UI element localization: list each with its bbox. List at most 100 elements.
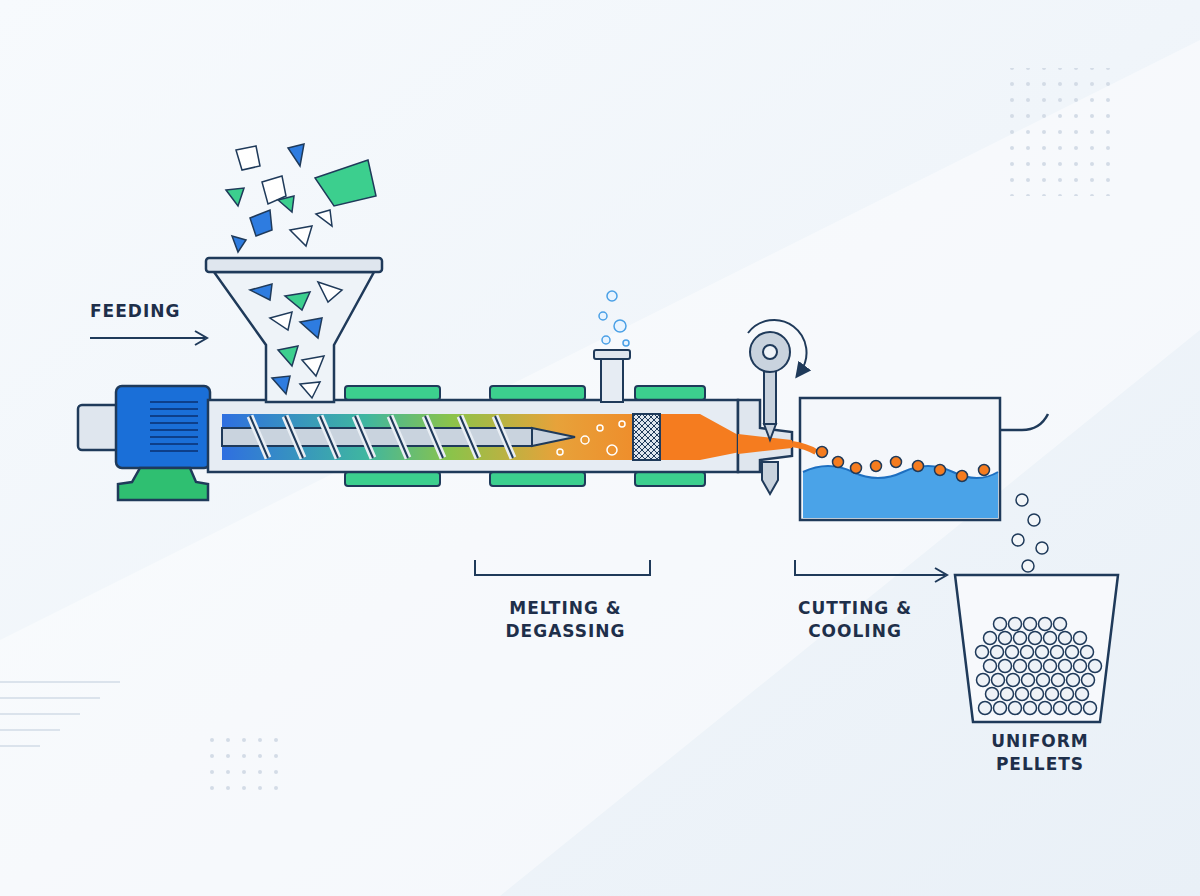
vent-port bbox=[594, 291, 630, 402]
pellet-bin-part-part bbox=[1044, 660, 1057, 673]
extruder-barrel-part bbox=[208, 400, 738, 472]
extruder-barrel-part bbox=[222, 414, 700, 460]
cooling-tank-part bbox=[800, 398, 1000, 520]
vent-port-part bbox=[594, 350, 630, 359]
die-head-part bbox=[738, 434, 792, 454]
hopper-part-part bbox=[285, 292, 310, 310]
plastic-flakes-part bbox=[226, 188, 244, 206]
pellet-bin-part bbox=[976, 618, 1102, 715]
pellet-bin-part-part bbox=[994, 618, 1007, 631]
pellet-cutter-part bbox=[750, 332, 790, 372]
cooling-tank-part bbox=[803, 466, 998, 518]
pellet-bin-part-part bbox=[1009, 702, 1022, 715]
hot-pellets-part bbox=[957, 471, 968, 482]
cooling-tank-part bbox=[803, 466, 998, 478]
plastic-flakes bbox=[226, 144, 376, 252]
pellet-bin-part-part bbox=[979, 702, 992, 715]
cooling-tank-part bbox=[1000, 414, 1048, 430]
heater-bands-part bbox=[345, 472, 440, 486]
pellet-bin-part-part bbox=[1069, 702, 1082, 715]
pellet-cutter-part bbox=[764, 424, 776, 440]
pellet-bin-part-part bbox=[1046, 688, 1059, 701]
heater-bands-part bbox=[490, 386, 585, 400]
heater-bands-part bbox=[635, 472, 705, 486]
hopper-part-part bbox=[300, 382, 320, 398]
vent-port-part bbox=[599, 291, 629, 346]
hot-pellets-part bbox=[851, 463, 862, 474]
background-part bbox=[198, 736, 278, 800]
pellet-cutter-part bbox=[764, 370, 776, 424]
pellet-bin-part-part bbox=[976, 646, 989, 659]
pellet-bin-part-part bbox=[1009, 618, 1022, 631]
pellet-bin-part-part bbox=[991, 646, 1004, 659]
hopper-part bbox=[206, 258, 382, 272]
stage-label: UNIFORM PELLETS bbox=[965, 730, 1115, 776]
falling-pellets-part bbox=[1036, 542, 1048, 554]
vent-port-part-part bbox=[623, 340, 629, 346]
pellet-bin-part-part bbox=[1089, 660, 1102, 673]
hot-pellets-part bbox=[979, 465, 990, 476]
pellet-bin-part-part bbox=[1052, 674, 1065, 687]
falling-pellets-part bbox=[1016, 494, 1028, 506]
pellet-bin-part-part bbox=[1024, 702, 1037, 715]
heater-bands-part bbox=[345, 386, 440, 400]
pellet-bin-part-part bbox=[1059, 632, 1072, 645]
plastic-flakes-part bbox=[278, 196, 294, 212]
vent-port-part-part bbox=[599, 312, 607, 320]
feeding-arrow-part bbox=[195, 331, 207, 345]
extruder-screw-part bbox=[250, 416, 513, 458]
pellet-bin-part-part bbox=[1044, 632, 1057, 645]
extruder-screw-part bbox=[532, 428, 575, 446]
background-part bbox=[0, 682, 120, 746]
pellet-bin-part bbox=[955, 575, 1118, 722]
pellet-bin-part-part bbox=[1076, 688, 1089, 701]
melt-bubbles-part bbox=[581, 436, 589, 444]
hopper-part-part bbox=[302, 356, 324, 376]
feeding-arrow-part bbox=[90, 337, 205, 339]
plastic-flakes-part bbox=[232, 236, 246, 252]
pellet-bin-part-part bbox=[977, 674, 990, 687]
pellet-bin-part-part bbox=[1081, 646, 1094, 659]
plastic-flakes-part bbox=[288, 144, 304, 166]
pellet-bin-part-part bbox=[1024, 618, 1037, 631]
melt-bubbles-part bbox=[619, 421, 625, 427]
melt-bubbles-part bbox=[597, 425, 603, 431]
pellet-bin-part-part bbox=[994, 702, 1007, 715]
pellet-bin-part-part bbox=[999, 660, 1012, 673]
pellet-bin-part-part bbox=[1054, 702, 1067, 715]
drive-motor-part bbox=[116, 386, 210, 468]
hot-pellets-part bbox=[833, 457, 844, 468]
heater-bands-part bbox=[490, 472, 585, 486]
hopper-part-part bbox=[270, 312, 292, 330]
pellet-bin-part-part bbox=[1036, 646, 1049, 659]
hot-pellets-part bbox=[817, 447, 828, 458]
pellet-bin-part-part bbox=[1051, 646, 1064, 659]
hopper-part-part bbox=[250, 284, 272, 300]
pellet-bin-part-part bbox=[1066, 646, 1079, 659]
pellet-bin-part-part bbox=[1014, 660, 1027, 673]
pellet-bin-part-part bbox=[984, 632, 997, 645]
hopper-part-part bbox=[272, 376, 290, 394]
drive-motor-part bbox=[118, 468, 208, 500]
extruder-barrel bbox=[208, 400, 790, 472]
stage-brackets-part bbox=[795, 560, 945, 575]
falling-pellets-part bbox=[1028, 514, 1040, 526]
pellet-bin-part-part bbox=[1021, 646, 1034, 659]
vent-port-part-part bbox=[602, 336, 610, 344]
falling-pellets-part bbox=[1022, 560, 1034, 572]
hopper bbox=[206, 258, 382, 402]
pellet-bin-part-part bbox=[1067, 674, 1080, 687]
plastic-flakes-part bbox=[316, 210, 332, 226]
pellet-bin-part-part bbox=[1084, 702, 1097, 715]
hopper-part-part bbox=[278, 346, 298, 366]
pellet-bin-part-part bbox=[1006, 646, 1019, 659]
hot-pellets bbox=[792, 444, 990, 482]
pellet-cutter-part bbox=[763, 345, 777, 359]
pellet-bin bbox=[955, 575, 1118, 722]
stage-label: CUTTING & COOLING bbox=[770, 597, 940, 643]
stage-label: MELTING & DEGASSING bbox=[478, 597, 653, 643]
pellet-bin-part-part bbox=[992, 674, 1005, 687]
